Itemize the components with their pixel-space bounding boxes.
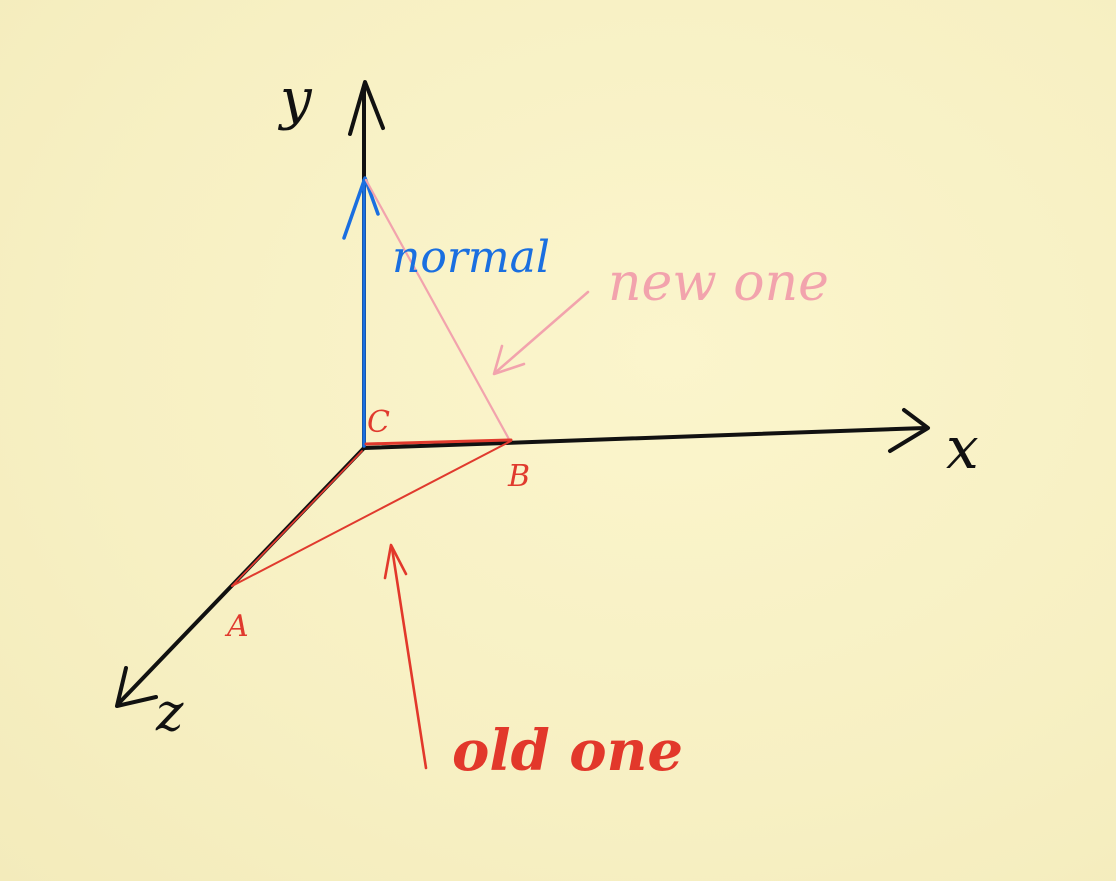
point-b-label: B bbox=[507, 459, 530, 494]
x-axis-line bbox=[362, 426, 927, 450]
old-triangle bbox=[231, 438, 513, 587]
point-a-label: A bbox=[224, 609, 249, 644]
normal-vector-arrowhead bbox=[342, 176, 380, 240]
normal-vector bbox=[342, 176, 380, 448]
y-axis-arrowhead bbox=[348, 80, 385, 136]
point-c-label: C bbox=[367, 405, 390, 440]
old-triangle-edge-cb bbox=[364, 438, 513, 446]
old-triangle-edge-ca bbox=[231, 450, 363, 587]
old-one-arrow-head bbox=[383, 543, 408, 580]
old-one-arrow bbox=[383, 543, 428, 770]
old-one-label: old one bbox=[452, 718, 683, 784]
normal-label: normal bbox=[392, 232, 550, 283]
new-triangle bbox=[364, 178, 512, 443]
new-one-arrow bbox=[492, 290, 590, 376]
new-one-arrow-head bbox=[492, 344, 526, 376]
old-triangle-edge-ab bbox=[231, 440, 512, 587]
new-triangle-edge bbox=[364, 178, 512, 443]
new-one-arrow-shaft bbox=[494, 290, 590, 374]
new-one-label: new one bbox=[608, 253, 829, 313]
z-axis-label: z bbox=[155, 683, 184, 743]
z-axis-arrowhead bbox=[115, 666, 158, 708]
old-one-arrow-shaft bbox=[390, 546, 428, 770]
x-axis-arrowhead bbox=[888, 408, 930, 453]
y-axis-label: y bbox=[277, 67, 313, 132]
x-axis-label: x bbox=[946, 414, 979, 482]
